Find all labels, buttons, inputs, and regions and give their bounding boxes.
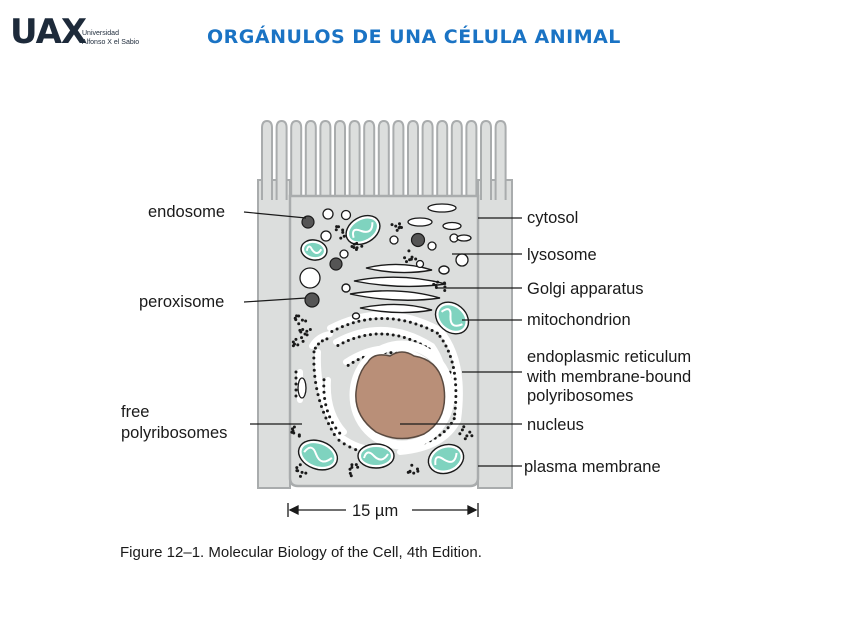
golgi-apparatus	[341, 263, 450, 320]
mitochondrion-shape	[297, 439, 339, 471]
label-er-line1: endoplasmic reticulum	[527, 348, 691, 366]
label-plasma-membrane: plasma membrane	[524, 458, 661, 476]
mitochondrion-shape	[300, 239, 328, 261]
mitochondrion-shape	[434, 301, 470, 335]
nucleus	[349, 340, 455, 450]
label-mitochondrion: mitochondrion	[527, 311, 631, 329]
uax-logo: UAX Universidad Alfonso X el Sabio	[10, 12, 150, 54]
mitochondrion-shape	[427, 443, 465, 475]
microvillus	[348, 119, 361, 200]
microvillus	[494, 119, 507, 200]
microvillus	[319, 119, 332, 200]
mitochondria	[297, 214, 470, 475]
logo-line-1: Universidad	[82, 30, 119, 37]
figure-caption: Figure 12–1. Molecular Biology of the Ce…	[120, 544, 482, 561]
microvillus	[377, 119, 390, 200]
free-polyribosomes	[290, 222, 474, 478]
slide-title: ORGÁNULOS DE UNA CÉLULA ANIMAL	[207, 26, 621, 48]
label-er-line2: with membrane-bound	[526, 368, 691, 386]
scale-bar: 15 µm	[287, 502, 479, 520]
label-golgi-apparatus: Golgi apparatus	[527, 280, 644, 298]
microvillus	[392, 119, 405, 200]
microvillus	[450, 119, 463, 200]
right-labels: cytosol lysosome Golgi apparatus mitocho…	[524, 209, 691, 476]
label-endosome: endosome	[148, 203, 225, 221]
microvillus	[421, 119, 434, 200]
microvillus	[407, 119, 419, 200]
leader-lines	[243, 211, 522, 467]
microvillus	[290, 119, 303, 200]
microvilli	[261, 119, 507, 200]
label-free-polyribosomes-line2: polyribosomes	[121, 424, 227, 442]
left-labels: endosome peroxisome free polyribosomes	[121, 203, 227, 442]
microvillus	[480, 119, 492, 200]
microvillus	[436, 119, 449, 200]
logo-wordmark: UAX	[10, 12, 87, 52]
peroxisomes-lysosomes	[301, 215, 426, 308]
label-free-polyribosomes-line1: free	[121, 403, 149, 421]
microvillus	[304, 119, 317, 200]
microvillus	[261, 119, 273, 200]
microvillus	[363, 119, 376, 200]
microvillus	[275, 119, 288, 200]
logo-line-2: Alfonso X el Sabio	[82, 39, 140, 46]
label-nucleus: nucleus	[527, 416, 584, 434]
label-cytosol: cytosol	[527, 209, 578, 227]
label-er-line3: polyribosomes	[527, 387, 633, 405]
vesicles	[297, 203, 472, 399]
scale-bar-label: 15 µm	[352, 502, 398, 520]
microvillus	[334, 119, 346, 200]
label-lysosome: lysosome	[527, 246, 597, 264]
mitochondrion-shape	[357, 443, 395, 469]
mitochondrion-shape	[345, 214, 381, 246]
label-peroxisome: peroxisome	[139, 293, 224, 311]
microvillus	[465, 119, 478, 200]
